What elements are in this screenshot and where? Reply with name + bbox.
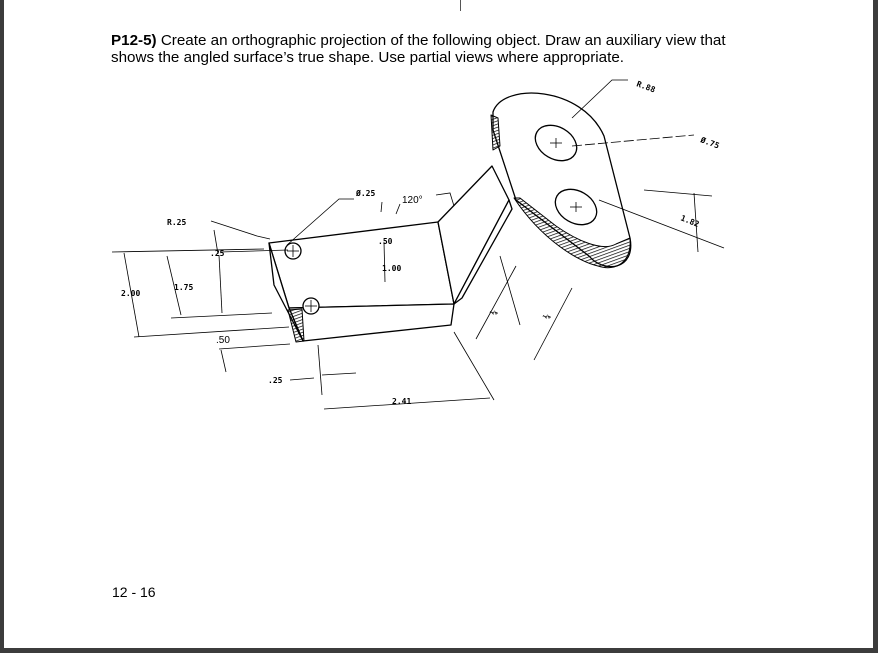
arm-side — [453, 199, 513, 305]
dim-50-low: .50 — [216, 335, 230, 346]
boss-side-hatch — [513, 197, 631, 269]
dim-1-00: 1.00 — [382, 264, 401, 273]
dim-1-82: 1.82 — [679, 214, 700, 230]
base-top-face — [268, 221, 455, 309]
boss-left-hatch — [490, 114, 501, 151]
problem-statement: P12-5) Create an orthographic projection… — [111, 32, 751, 66]
problem-number: P12-5) — [111, 32, 157, 49]
dim-1-75: 1.75 — [174, 283, 193, 292]
page-number: 12 - 16 — [112, 584, 156, 600]
dim-r-88: R.88 — [635, 79, 656, 94]
document-page: P12-5) Create an orthographic projection… — [4, 0, 873, 648]
dim-25-top: .25 — [210, 249, 225, 258]
dim-angle-120: 120° — [402, 195, 423, 206]
dim-25-low: .25 — [268, 376, 283, 385]
base-fillet-shading — [287, 308, 305, 343]
dim-dia-25: Ø.25 — [355, 188, 375, 198]
isometric-drawing: R.88 Ø.75 Ø.25 120° R.25 .25 .50 1.00 1.… — [111, 79, 725, 410]
dim-r-25: R.25 — [167, 218, 186, 227]
dim-quarter-b: ¼ — [542, 312, 552, 321]
dim-2-41: 2.41 — [392, 397, 411, 406]
dim-dia-75: Ø.75 — [698, 134, 721, 150]
page-top-marker — [460, 0, 461, 11]
dim-quarter-a: ¼ — [489, 308, 499, 317]
dim-50-top: .50 — [378, 237, 393, 246]
problem-text: Create an orthographic projection of the… — [111, 32, 726, 66]
dim-2-00: 2.00 — [121, 289, 140, 298]
